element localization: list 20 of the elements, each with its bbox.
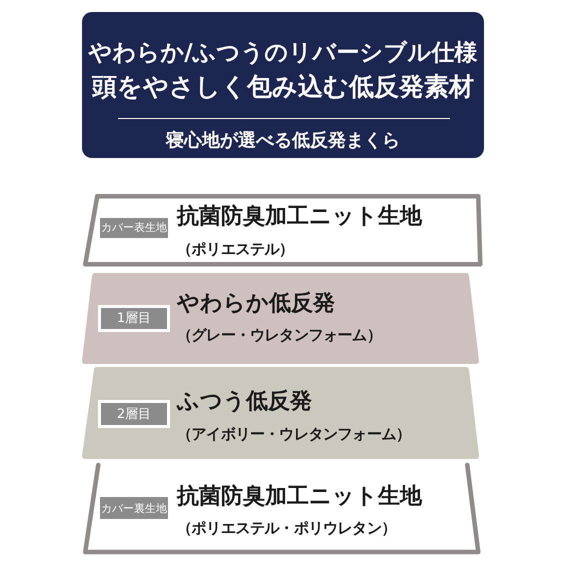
material-text: （アイボリー・ウレタンフォーム） xyxy=(177,424,411,444)
material-text: （グレー・ウレタンフォーム） xyxy=(177,325,382,345)
layer-title: ふつう低反発 xyxy=(177,389,312,415)
layer-title: やわらか低反発 xyxy=(177,291,335,317)
pillow-layer xyxy=(82,273,479,364)
layer-tag: カバー裏生地 xyxy=(100,497,168,519)
material-text: （ポリエステル） xyxy=(177,239,294,259)
headline-text: 頭をやさしく包み込む低反発素材 xyxy=(92,72,474,102)
headline-text: やわらか/ふつうのリバーシブル仕様 xyxy=(88,39,478,67)
layer-tag: 2層目 xyxy=(98,400,170,428)
layer-title: 抗菌防臭加工ニット生地 xyxy=(177,204,422,230)
pillow-layer xyxy=(82,367,479,459)
layer-title: 抗菌防臭加工ニット生地 xyxy=(177,484,422,510)
subtitle-text: 寝心地が選べる低反発まくら xyxy=(166,130,400,152)
pillow-layer xyxy=(82,194,482,266)
layer-tag: 1層目 xyxy=(98,305,170,332)
layer-tag: カバー表生地 xyxy=(100,218,168,238)
pillow-layer xyxy=(82,465,480,554)
material-text: （ポリエステル・ポリウレタン） xyxy=(177,518,396,538)
title-banner xyxy=(82,12,484,158)
